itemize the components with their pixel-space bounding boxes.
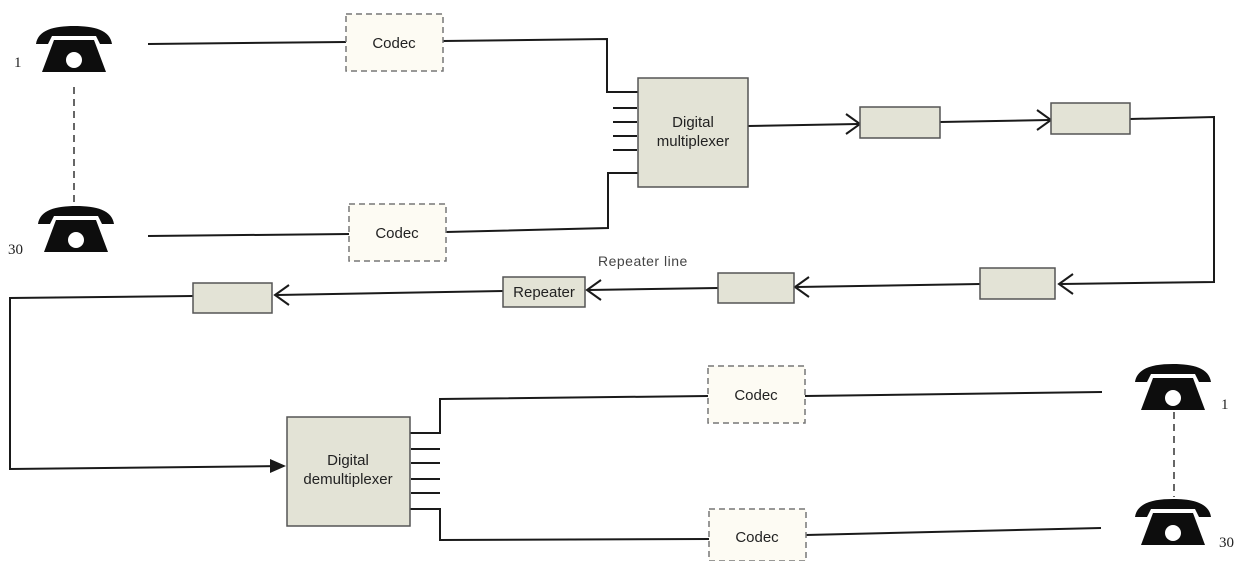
codec-label: Codec [372,35,416,52]
codec-top-left: Codec [345,13,444,72]
signal-lines [9,37,1215,542]
line-codec-mux-bottom [445,172,638,233]
line-box3-box4 [796,283,981,288]
repeater-box-2 [1050,102,1131,135]
codec-bottom-right: Codec [708,508,807,561]
digital-demultiplexer: Digital demultiplexer [286,416,411,527]
line-repeater-box5 [276,290,504,296]
mux-label-line2: multiplexer [657,133,730,150]
line-codec-phone1 [804,391,1103,397]
repeater-box-6 [192,282,273,314]
line-codec-phone30 [805,527,1102,536]
telephone-icon [36,26,112,72]
codec-label: Codec [735,529,779,546]
repeater-box-4 [717,272,795,304]
repeater-box-1 [859,106,941,139]
phone-label-1: 1 [14,55,22,71]
repeater-labeled: Repeater [502,276,586,308]
mux-channel-stubs [613,107,637,151]
mux-label-line1: Digital [672,114,714,131]
arrowhead-icon [585,279,602,301]
line-box1-box2 [939,119,1050,123]
line-demux-codec-bottom [410,508,710,542]
line-repeater-boxes [192,102,1131,314]
telephone-icon [38,206,114,252]
arrowhead-icon [273,284,290,306]
codec-top-right: Codec [707,365,806,424]
line-box2-return [1060,115,1215,285]
telephone-icon [1135,364,1211,410]
repeater-box-3 [979,267,1056,300]
repeater-line-label: Repeater line [598,253,688,269]
codec-bottom-left: Codec [348,203,447,262]
arrowhead-icon [793,276,810,298]
line-mux-box1 [747,123,859,127]
line-phone30-codec [147,233,350,237]
line-demux-codec-top [410,395,709,434]
phone-label-30: 30 [1219,535,1234,551]
telephone-icon [1135,499,1211,545]
line-phone1-codec [147,41,347,45]
phone-label-1: 1 [1221,397,1229,413]
demux-label-line1: Digital [327,452,369,469]
digital-multiplexer: Digital multiplexer [637,77,749,188]
arrowhead-icon [1057,273,1074,295]
line-box5-demux [9,295,285,471]
codec-label: Codec [734,387,778,404]
line-box4-repeater [588,287,719,291]
demux-channel-stubs [411,448,440,494]
repeater-label: Repeater [513,284,575,301]
arrowhead-icon [270,459,286,473]
codec-label: Codec [375,225,419,242]
phone-label-30: 30 [8,242,23,258]
line-codec-mux-top [442,37,638,93]
demux-label-line2: demultiplexer [303,471,392,488]
